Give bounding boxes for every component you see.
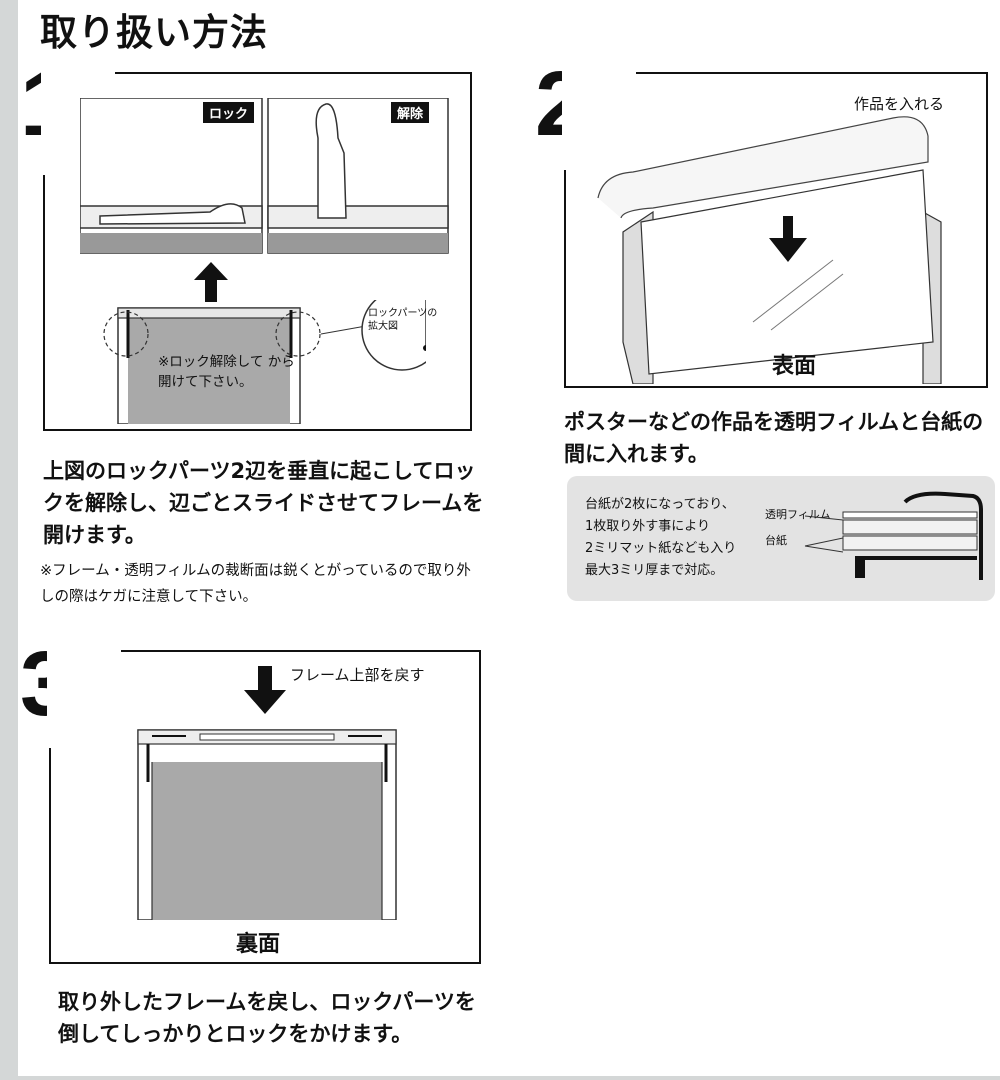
info-box: 台紙が2枚になっており、 1枚取り外す事により 2ミリマット紙なども入り 最大3… <box>567 476 995 601</box>
info-line: 1枚取り外す事により <box>585 519 711 534</box>
step-2-illustration <box>597 116 942 384</box>
down-arrow-icon <box>244 666 286 714</box>
tag-release: 解除 <box>391 102 430 123</box>
info-box-text: 台紙が2枚になっており、 1枚取り外す事により 2ミリマット紙なども入り 最大3… <box>585 494 736 582</box>
cross-section-illustration <box>804 491 983 580</box>
tag-lock: ロック <box>203 102 255 123</box>
page: 取り扱い方法 1 ロック 解除 ロックパーツの拡大図 ※ロック解除して から開け <box>18 0 1000 1076</box>
info-line: 台紙が2枚になっており、 <box>585 497 735 512</box>
info-line: 2ミリマット紙なども入り <box>585 541 737 556</box>
label-film: 透明フィルム <box>765 508 831 521</box>
insert-label: 作品を入れる <box>854 95 945 113</box>
step-1-inner-note: ※ロック解除して から開けて下さい。 <box>158 354 295 390</box>
step-1-note: ※フレーム・透明フィルムの裁断面は鋭くとがっているので取り外しの際はケガに注意し… <box>40 563 471 605</box>
info-line: 最大3ミリ厚まで対応。 <box>585 563 724 578</box>
step-1-frame-illustration <box>103 300 426 424</box>
back-label: 裏面 <box>236 932 281 957</box>
front-label: 表面 <box>772 354 817 379</box>
page-title: 取り扱い方法 <box>40 11 268 54</box>
return-label: フレーム上部を戻す <box>290 666 425 684</box>
step-1-lock-illustration <box>80 98 449 254</box>
step-1-text: 上図のロックパーツ2辺を垂直に起こしてロックを解除し、辺ごとスライドさせてフレー… <box>43 459 484 547</box>
step-2-text: ポスターなどの作品を透明フィルムと台紙の間に入れます。 <box>564 410 984 466</box>
label-board: 台紙 <box>765 534 787 547</box>
lock-part-callout: ロックパーツの拡大図 <box>368 308 438 332</box>
step-3-text: 取り外したフレームを戻し、ロックパーツを倒してしっかりとロックをかけます。 <box>58 990 476 1046</box>
step-3-frame-illustration <box>137 729 397 920</box>
up-arrow-icon <box>194 262 228 302</box>
